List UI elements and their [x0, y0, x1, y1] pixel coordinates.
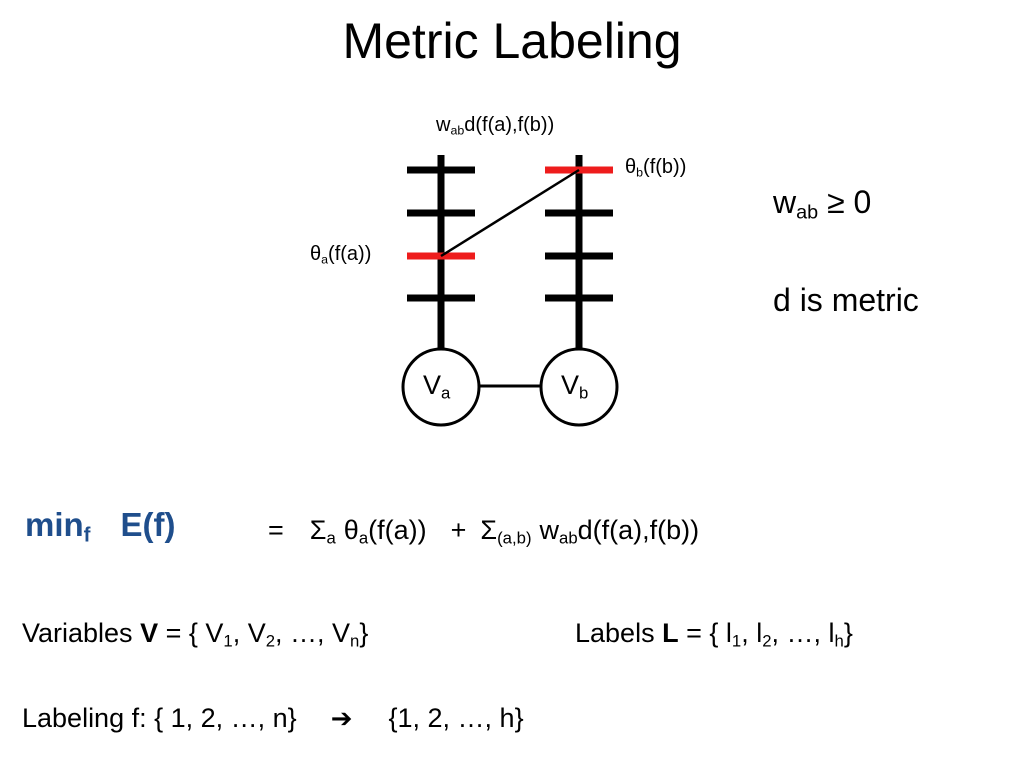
pairwise-w-sub: ab: [450, 123, 465, 138]
node-a-label: Va: [423, 370, 451, 403]
labels-sub-2: 2: [762, 631, 772, 651]
pairwise-w: w: [436, 114, 451, 136]
variables-symbol: V: [140, 618, 159, 648]
unary-rest: (f(a)): [368, 515, 427, 545]
sigma-unary-sub: a: [326, 528, 336, 548]
labels-symbol: L: [662, 618, 679, 648]
labeling-codomain: {1, 2, …, h}: [388, 703, 524, 733]
labels-sub-h: h: [834, 631, 844, 651]
pairwise-rest: d(f(a),f(b)): [464, 114, 555, 136]
labels-mid-1: , l: [741, 618, 763, 648]
theta-a-rest: (f(a)): [328, 243, 372, 265]
node-b-sub: b: [579, 383, 589, 403]
node-a-circle: [401, 347, 481, 427]
labels-close: }: [843, 618, 853, 648]
variables-close: }: [359, 618, 369, 648]
sigma-pairwise-sub: (a,b): [497, 528, 532, 548]
energy-minimize: minf E(f): [25, 506, 176, 547]
energy-function: E(f): [120, 506, 176, 543]
min-sub: f: [83, 523, 91, 547]
variables-sub-2: 2: [265, 631, 276, 651]
theta-b: θ: [625, 156, 637, 178]
arrow-right-icon: ➔: [330, 703, 353, 733]
theta-b-sub: b: [636, 165, 644, 180]
variables-sub-1: 1: [223, 631, 233, 651]
variables-sub-n: n: [350, 631, 360, 651]
equals-sign: =: [268, 515, 284, 545]
condition-w-rest: ≥ 0: [818, 184, 872, 220]
node-b-label: Vb: [561, 370, 589, 403]
node-a-sub: a: [441, 383, 451, 403]
node-b-base: V: [561, 370, 580, 400]
pairwise-distance: d(f(a),f(b)): [577, 515, 700, 545]
sigma-pairwise: Σ: [480, 515, 498, 545]
plus-sign: +: [450, 515, 467, 545]
theta-b-rest: (f(b)): [643, 156, 687, 178]
theta-a-sub: a: [321, 252, 329, 267]
pairwise-weight: w: [539, 515, 560, 545]
labels-mid-2: , …, l: [771, 618, 835, 648]
pairwise-cost-label: wabd(f(a),f(b)): [436, 114, 554, 137]
node-a-base: V: [423, 370, 442, 400]
labeling-domain: Labeling f: { 1, 2, …, n}: [22, 703, 297, 733]
pairwise-line: [440, 168, 580, 258]
labels-definition: Labels L = { l1, l2, …, lh}: [575, 618, 853, 651]
variables-prefix: Variables: [22, 618, 141, 648]
unary-b-label: θb(f(b)): [625, 156, 686, 179]
theta-unary: θ: [343, 515, 359, 545]
variables-open: = { V: [158, 618, 224, 648]
condition-metric: d is metric: [773, 282, 919, 318]
variables-mid-1: , V: [232, 618, 266, 648]
labeling-definition: Labeling f: { 1, 2, …, n} ➔ {1, 2, …, h}: [22, 703, 524, 734]
theta-a: θ: [310, 243, 322, 265]
variables-mid-2: , …, V: [275, 618, 351, 648]
unary-a-label: θa(f(a)): [310, 243, 371, 266]
condition-w-sub: ab: [796, 201, 819, 224]
theta-unary-sub: a: [358, 528, 369, 548]
condition-weight: wab ≥ 0: [773, 184, 872, 224]
node-b-circle: [539, 347, 619, 427]
pairwise-weight-sub: ab: [559, 528, 578, 548]
labels-prefix: Labels: [575, 618, 663, 648]
sigma-unary: Σ: [309, 515, 327, 545]
labels-open: = { l: [678, 618, 732, 648]
variables-definition: Variables V = { V1, V2, …, Vn}: [22, 618, 369, 651]
labels-sub-1: 1: [731, 631, 742, 651]
min-text: min: [25, 506, 84, 543]
slide-title: Metric Labeling: [342, 13, 682, 69]
condition-w: w: [773, 184, 797, 220]
